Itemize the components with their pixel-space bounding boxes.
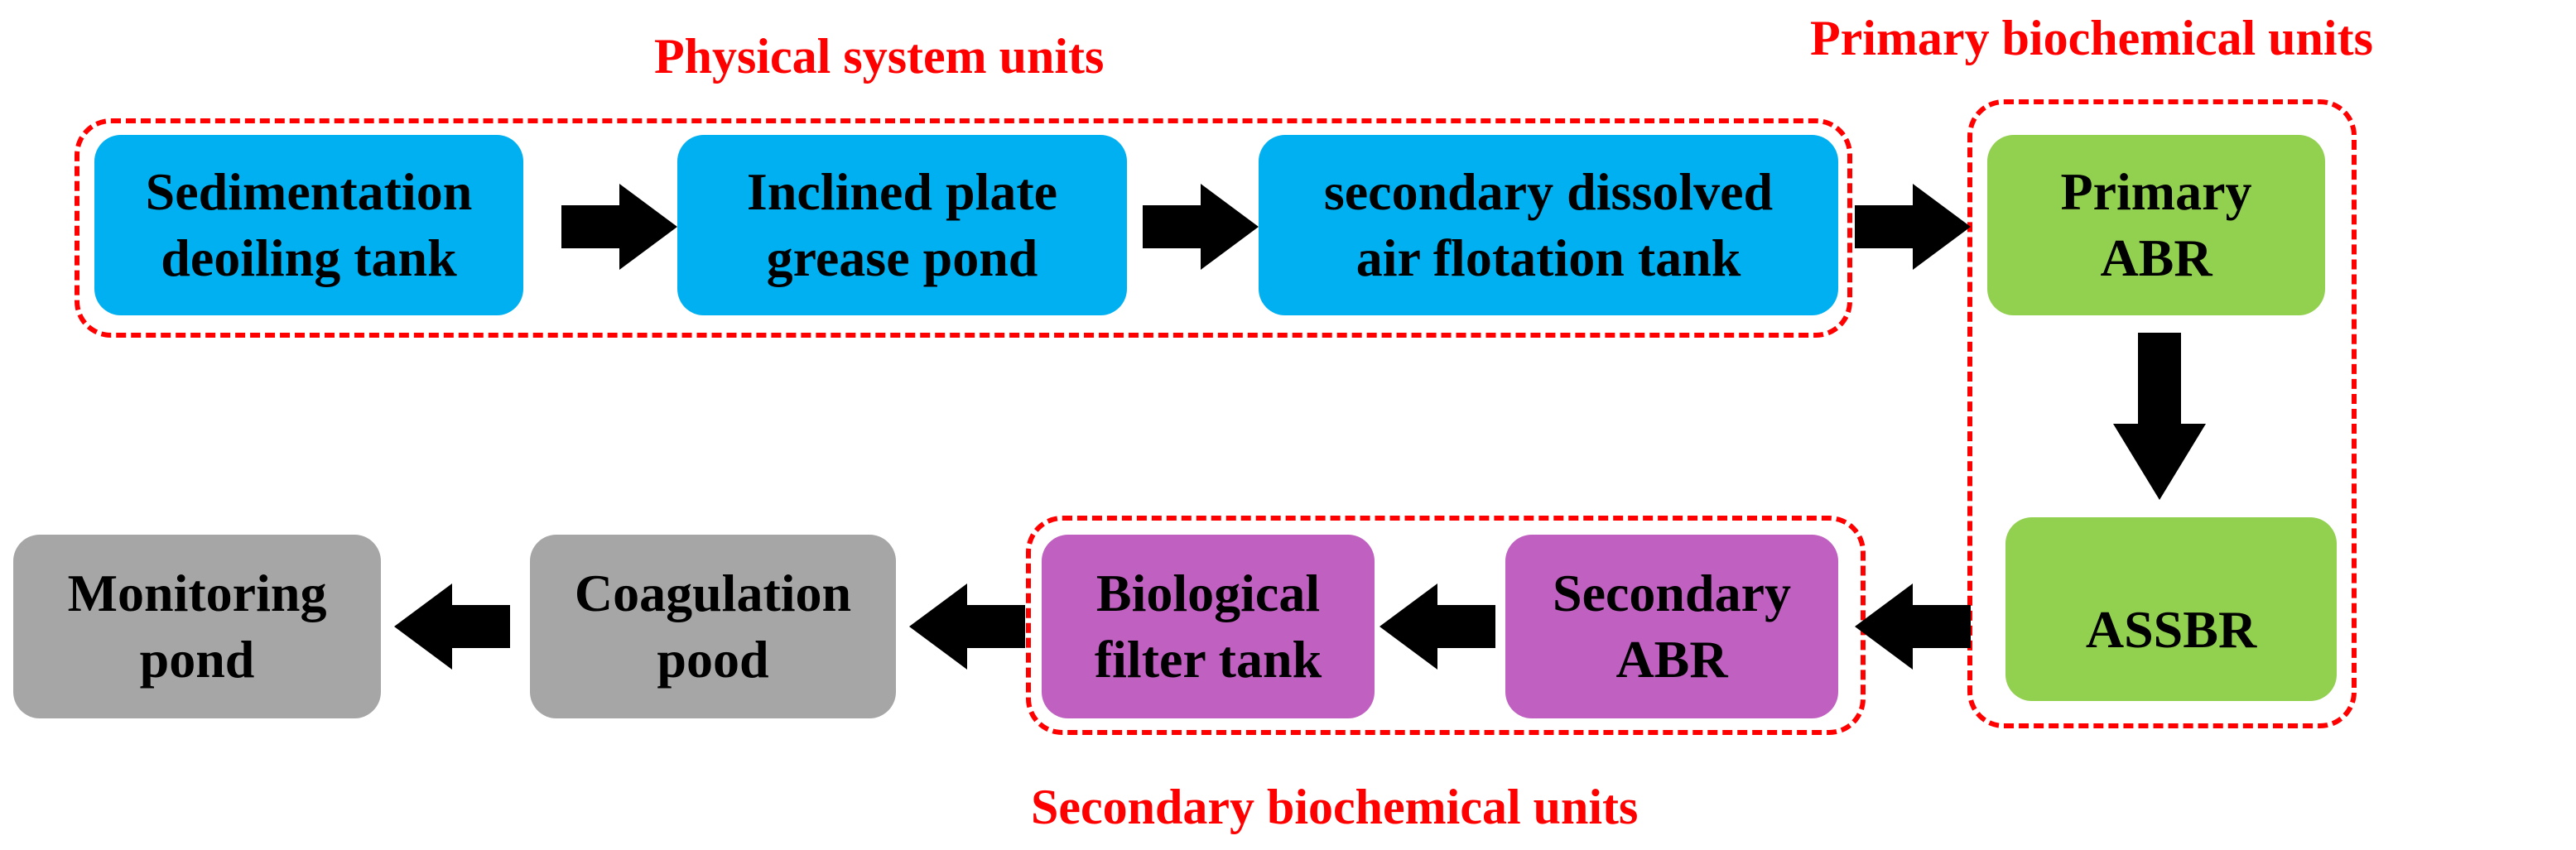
primary-biochemical-units-title: Primary biochemical units <box>1810 11 2373 65</box>
physical-units-title: Physical system units <box>654 29 1105 84</box>
unit-label-line1: Secondary <box>1553 564 1791 622</box>
unit-label-line1: Biological <box>1095 564 1321 622</box>
inclined-plate-grease-pond: Inclined plate grease pond <box>677 135 1127 315</box>
arrow-sedimentation-to-inclined <box>561 184 677 270</box>
arrow-inclined-to-flotation <box>1143 184 1259 270</box>
arrow-biofilter-to-coagulation <box>909 583 1025 670</box>
physical-units-group <box>75 118 1852 338</box>
sedimentation-deoiling-tank: Sedimentation deoiling tank <box>94 135 523 315</box>
monitoring-pond: Monitoring pond <box>13 535 381 718</box>
unit-label-line2: ABR <box>2100 228 2212 287</box>
unit-label-line2: grease pond <box>766 228 1038 287</box>
unit-label-line2: air flotation tank <box>1355 228 1741 287</box>
unit-label-line2: pood <box>657 630 769 689</box>
arrow-assbr-to-secondary-abr <box>1855 583 1971 670</box>
arrow-flotation-to-primary-abr <box>1855 184 1971 270</box>
assbr: ASSBR <box>2005 517 2337 701</box>
primary-biochemical-units-group <box>1967 99 2357 728</box>
unit-label-line2: deoiling tank <box>161 228 457 287</box>
unit-label-line2: ABR <box>1615 630 1728 689</box>
unit-label-line1: Sedimentation <box>145 162 473 221</box>
unit-label-line1: Primary <box>2060 162 2252 221</box>
unit-label-line2: pond <box>139 630 255 689</box>
primary-abr: Primary ABR <box>1987 135 2325 315</box>
arrow-secondary-abr-to-biofilter <box>1379 583 1495 670</box>
secondary-dissolved-air-flotation-tank: secondary dissolved air flotation tank <box>1259 135 1838 315</box>
unit-label-line1: Inclined plate <box>746 162 1058 221</box>
arrow-primary-abr-to-assbr <box>2113 333 2206 500</box>
unit-label-line1: secondary dissolved <box>1323 162 1774 221</box>
unit-label-line1: Coagulation <box>574 564 852 622</box>
unit-label-line1: Monitoring <box>67 564 327 622</box>
secondary-abr: Secondary ABR <box>1505 535 1838 718</box>
secondary-biochemical-units-title: Secondary biochemical units <box>1031 780 1639 834</box>
biological-filter-tank: Biological filter tank <box>1042 535 1375 718</box>
unit-label-line2: filter tank <box>1094 630 1322 689</box>
arrow-coagulation-to-monitoring <box>394 583 510 670</box>
unit-label-line1: ASSBR <box>2085 600 2257 659</box>
coagulation-pood: Coagulation pood <box>530 535 896 718</box>
